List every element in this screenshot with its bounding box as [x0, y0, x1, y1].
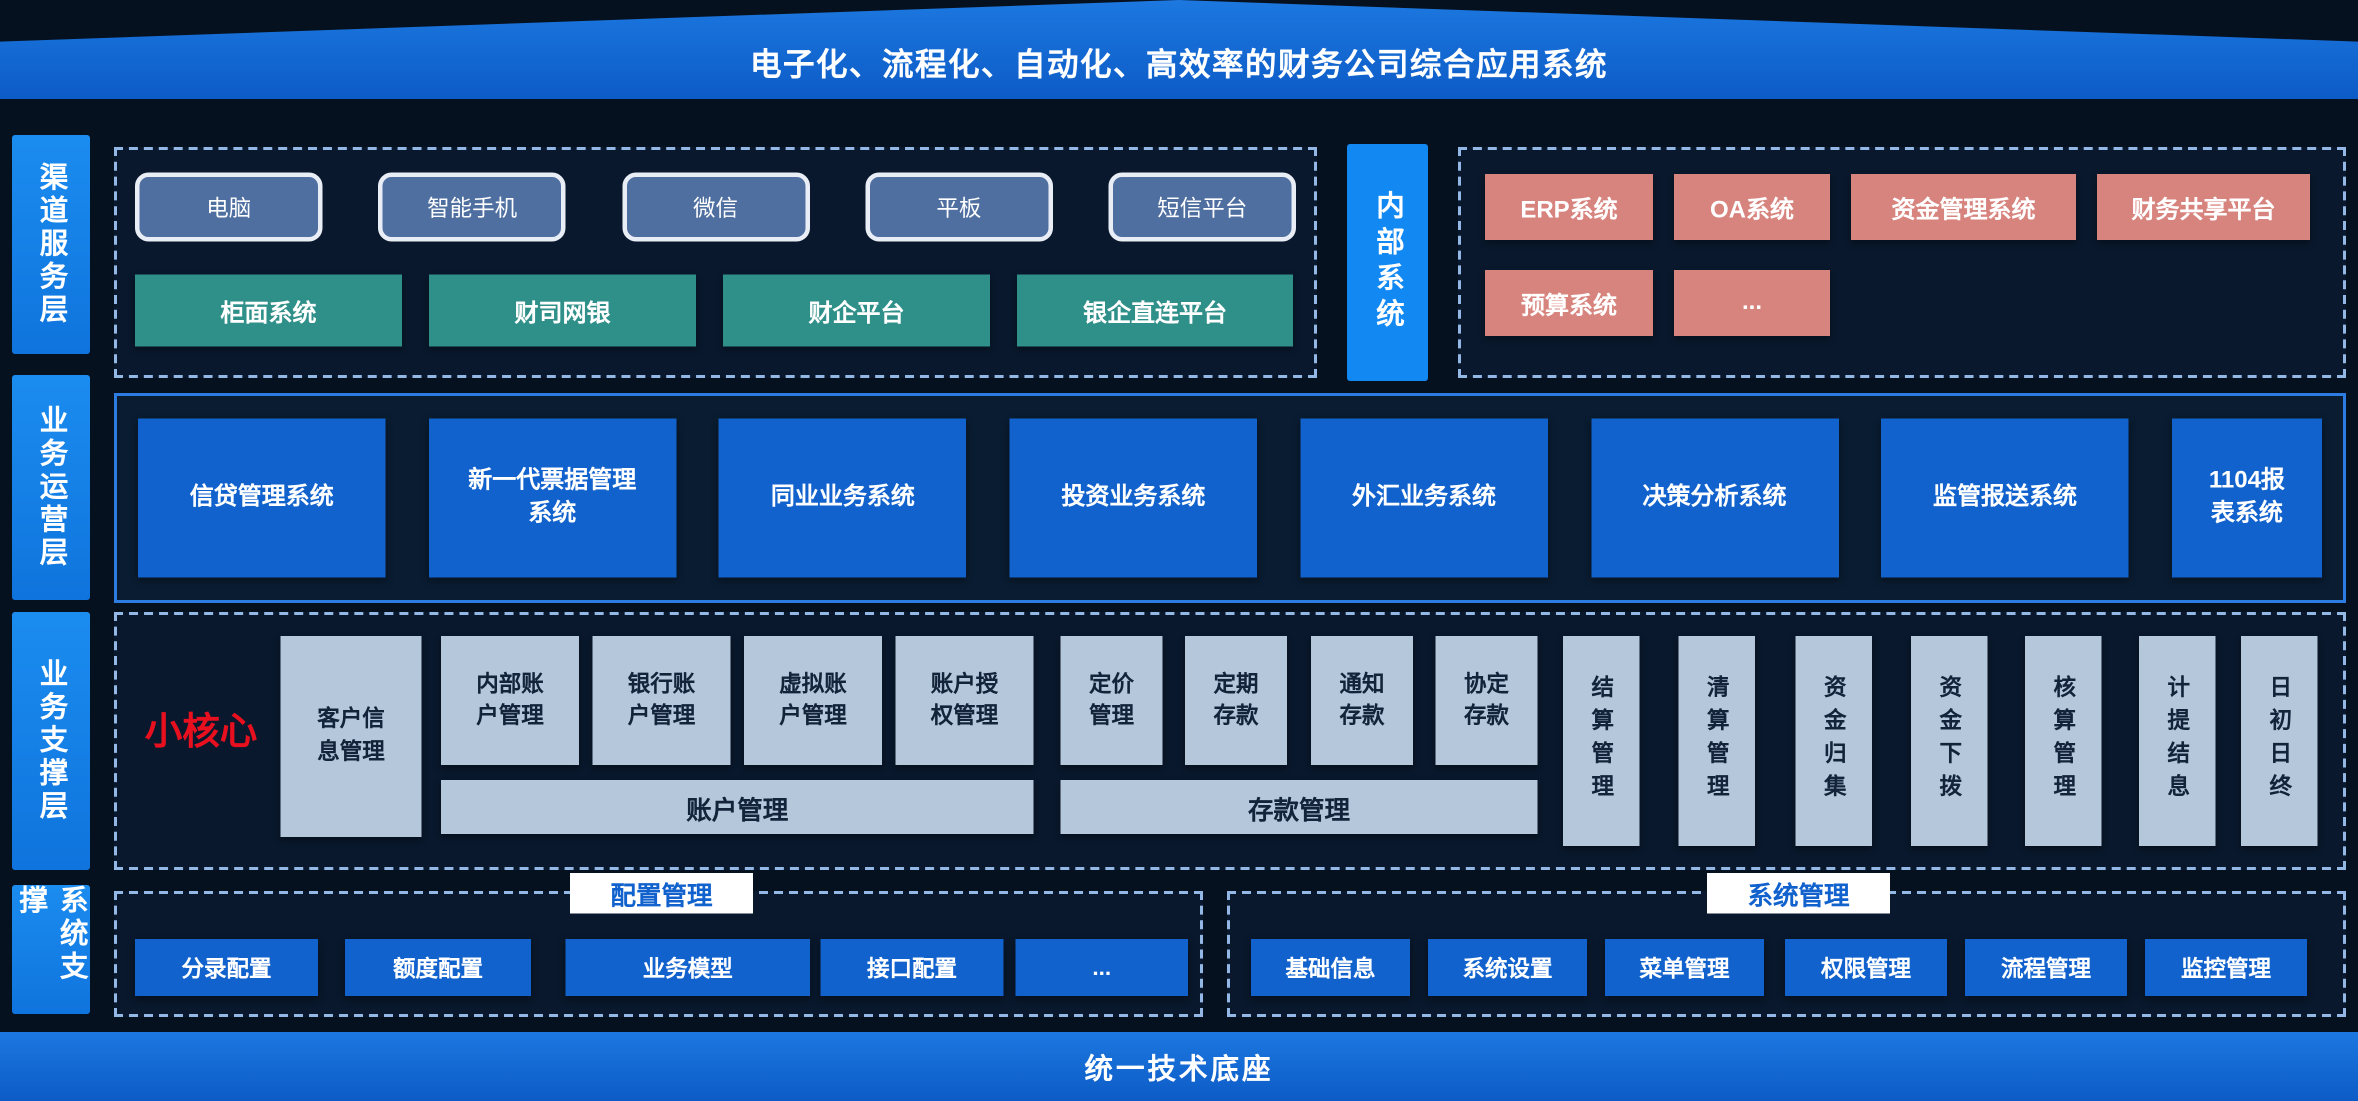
platform-finance-enterprise: 财企平台 [723, 274, 990, 347]
virtual-account-box: 虚拟账户管理 [744, 636, 882, 765]
device-tablet: 平板 [865, 172, 1053, 242]
internal-erp: ERP系统 [1485, 174, 1653, 240]
op-forex-system: 外汇业务系统 [1300, 418, 1548, 578]
device-row: 电脑 智能手机 微信 平板 短信平台 [135, 172, 1296, 242]
agreement-deposit-box: 协定存款 [1435, 636, 1538, 765]
interface-config-box: 接口配置 [820, 939, 1004, 996]
device-sms: 短信平台 [1108, 172, 1296, 242]
layer-label-operation: 业务运营层 [12, 375, 90, 600]
internal-systems-label: 内部系统 [1347, 144, 1428, 381]
internal-row-1: ERP系统 OA系统 资金管理系统 财务共享平台 [1485, 174, 2310, 240]
menu-mgmt-box: 菜单管理 [1605, 939, 1764, 996]
platform-online-bank: 财司网银 [429, 274, 696, 347]
page-title: 电子化、流程化、自动化、高效率的财务公司综合应用系统 [750, 48, 1608, 83]
accounting-mgmt-box: 核算管理 [2025, 636, 2102, 846]
layer-label-system: 系统支撑 [12, 885, 90, 1014]
quota-config-box: 额度配置 [345, 939, 531, 996]
layer-label-channel: 渠道服务层 [12, 135, 90, 354]
internal-fund-mgmt: 资金管理系统 [1851, 174, 2076, 240]
sysmgmt-panel-title: 系统管理 [1707, 873, 1890, 914]
config-panel-title: 配置管理 [570, 873, 753, 914]
fund-pooling-box: 资金归集 [1795, 636, 1872, 846]
customer-info-box: 客户信息管理 [280, 636, 422, 837]
layer-label-support: 业务支撑层 [12, 612, 90, 870]
device-smartphone: 智能手机 [378, 172, 566, 242]
op-bill-system: 新一代票据管理系统 [428, 418, 677, 578]
notice-deposit-box: 通知存款 [1311, 636, 1413, 765]
op-1104-report-system: 1104报表系统 [2171, 418, 2322, 578]
platform-bank-direct: 银企直连平台 [1017, 274, 1293, 347]
op-decision-system: 决策分析系统 [1590, 418, 1839, 578]
system-settings-box: 系统设置 [1428, 939, 1587, 996]
business-model-box: 业务模型 [565, 939, 810, 996]
device-pc: 电脑 [135, 172, 323, 242]
op-credit-system: 信贷管理系统 [138, 418, 386, 578]
internal-row-2: 预算系统 ... [1485, 270, 1830, 336]
internal-systems-panel: ERP系统 OA系统 资金管理系统 财务共享平台 预算系统 ... [1458, 147, 2346, 378]
clearing-mgmt-box: 清算管理 [1678, 636, 1755, 846]
sysmgmt-panel: 系统管理 基础信息 系统设置 菜单管理 权限管理 流程管理 监控管理 [1227, 873, 2346, 1017]
platform-row: 柜面系统 财司网银 财企平台 银企直连平台 [135, 274, 1293, 347]
bank-account-box: 银行账户管理 [592, 636, 731, 765]
config-more-box: ... [1015, 939, 1188, 996]
internal-shared-finance: 财务共享平台 [2097, 174, 2310, 240]
fund-allocation-box: 资金下拨 [1911, 636, 1988, 846]
support-panel: 小核心 客户信息管理 内部账户管理 银行账户管理 虚拟账户管理 账户授权管理 账… [114, 612, 2346, 870]
settlement-mgmt-box: 结算管理 [1563, 636, 1640, 846]
monitor-mgmt-box: 监控管理 [2145, 939, 2307, 996]
channel-panel: 电脑 智能手机 微信 平板 短信平台 柜面系统 财司网银 财企平台 银企直连平台 [114, 147, 1317, 378]
process-mgmt-box: 流程管理 [1965, 939, 2127, 996]
platform-counter-system: 柜面系统 [135, 274, 402, 347]
operation-panel: 信贷管理系统 新一代票据管理系统 同业业务系统 投资业务系统 外汇业务系统 决策… [114, 393, 2346, 603]
operation-row: 信贷管理系统 新一代票据管理系统 同业业务系统 投资业务系统 外汇业务系统 决策… [117, 396, 2343, 600]
entry-config-box: 分录配置 [135, 939, 318, 996]
time-deposit-box: 定期存款 [1185, 636, 1287, 765]
account-mgmt-bar: 账户管理 [441, 780, 1034, 834]
config-panel: 配置管理 分录配置 额度配置 业务模型 接口配置 ... [114, 873, 1203, 1017]
deposit-mgmt-bar: 存款管理 [1060, 780, 1538, 834]
small-core-label: 小核心 [144, 711, 258, 753]
interest-accrual-box: 计提结息 [2139, 636, 2216, 846]
tech-base-bar: 统一技术底座 [0, 1032, 2358, 1101]
op-investment-system: 投资业务系统 [1009, 418, 1258, 578]
title-banner: 电子化、流程化、自动化、高效率的财务公司综合应用系统 [0, 0, 2358, 99]
internal-oa: OA系统 [1674, 174, 1830, 240]
device-wechat: 微信 [621, 172, 810, 242]
internal-account-box: 内部账户管理 [441, 636, 579, 765]
permission-mgmt-box: 权限管理 [1785, 939, 1947, 996]
basic-info-box: 基础信息 [1251, 939, 1410, 996]
day-begin-end-box: 日初日终 [2241, 636, 2318, 846]
account-auth-box: 账户授权管理 [895, 636, 1034, 765]
op-interbank-system: 同业业务系统 [719, 418, 967, 578]
op-regulatory-system: 监管报送系统 [1881, 418, 2129, 578]
internal-budget: 预算系统 [1485, 270, 1653, 336]
internal-more: ... [1674, 270, 1830, 336]
pricing-box: 定价管理 [1060, 636, 1163, 765]
